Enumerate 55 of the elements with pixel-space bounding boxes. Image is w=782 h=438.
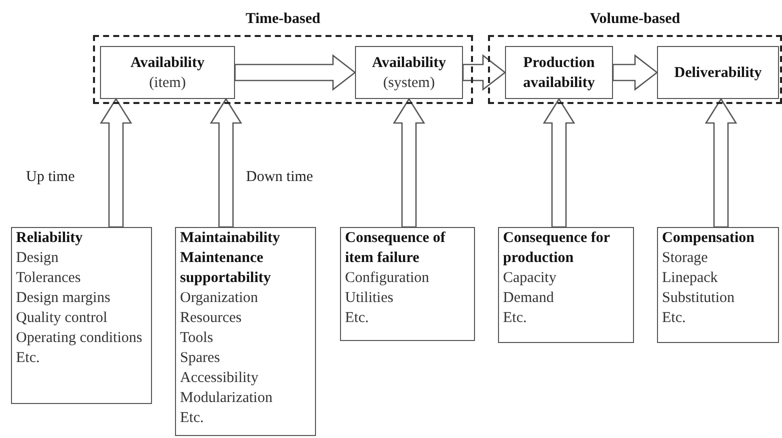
process-box <box>100 46 235 99</box>
item-text: Design <box>16 249 60 268</box>
heading-text: Consequence for production <box>503 229 611 268</box>
item-text: Operating conditions <box>16 329 144 348</box>
item-text: Design margins <box>16 289 112 308</box>
item-text: Substitution <box>662 289 736 308</box>
item-text: Organization <box>180 289 260 308</box>
item-text: Accessibility <box>180 369 260 388</box>
group-title: Time-based <box>244 10 322 28</box>
item-text: Etc. <box>16 349 41 368</box>
item-text: Etc. <box>503 309 528 328</box>
edge-label: Up time <box>26 168 75 186</box>
block-arrow <box>392 98 426 228</box>
item-text: Tolerances <box>16 269 82 288</box>
block-arrow <box>612 54 658 91</box>
heading-text: Consequence of item failure <box>345 229 446 268</box>
block-arrow <box>704 98 738 228</box>
heading-text: Maintenance supportability <box>180 249 272 288</box>
item-text: Modularization <box>180 389 274 408</box>
item-text: Spares <box>180 349 221 368</box>
heading-text: Reliability <box>16 229 84 248</box>
list-box <box>11 227 152 404</box>
heading-text: Availability <box>130 54 204 72</box>
block-arrow <box>234 54 356 91</box>
item-text: (item) <box>149 74 186 92</box>
list-box <box>175 227 316 436</box>
heading-text: Compensation <box>662 229 756 248</box>
heading-text: Production availability <box>522 54 596 92</box>
item-text: Demand <box>503 289 555 308</box>
block-arrow <box>100 98 132 228</box>
list-box <box>340 227 475 341</box>
block-arrow <box>462 54 506 91</box>
item-text: Etc. <box>345 309 370 328</box>
item-text: Configuration <box>345 269 430 288</box>
item-text: Resources <box>180 309 243 328</box>
item-text: (system) <box>383 74 435 92</box>
process-box <box>355 46 463 99</box>
item-text: Utilities <box>345 289 394 308</box>
item-text: Etc. <box>180 409 205 428</box>
item-text: Quality control <box>16 309 108 328</box>
group-title: Volume-based <box>588 10 682 28</box>
heading-text: Deliverability <box>674 64 762 82</box>
item-text: Capacity <box>503 269 558 288</box>
item-text: Etc. <box>662 309 687 328</box>
heading-text: Availability <box>372 54 446 72</box>
list-box <box>657 227 779 343</box>
item-text: Tools <box>180 329 214 348</box>
process-box <box>505 46 613 99</box>
list-box <box>498 227 634 343</box>
heading-text: Maintainability <box>180 229 282 248</box>
item-text: Linepack <box>662 269 719 288</box>
block-arrow <box>542 98 576 228</box>
block-arrow <box>210 98 242 228</box>
process-box <box>657 46 779 99</box>
item-text: Storage <box>662 249 709 268</box>
